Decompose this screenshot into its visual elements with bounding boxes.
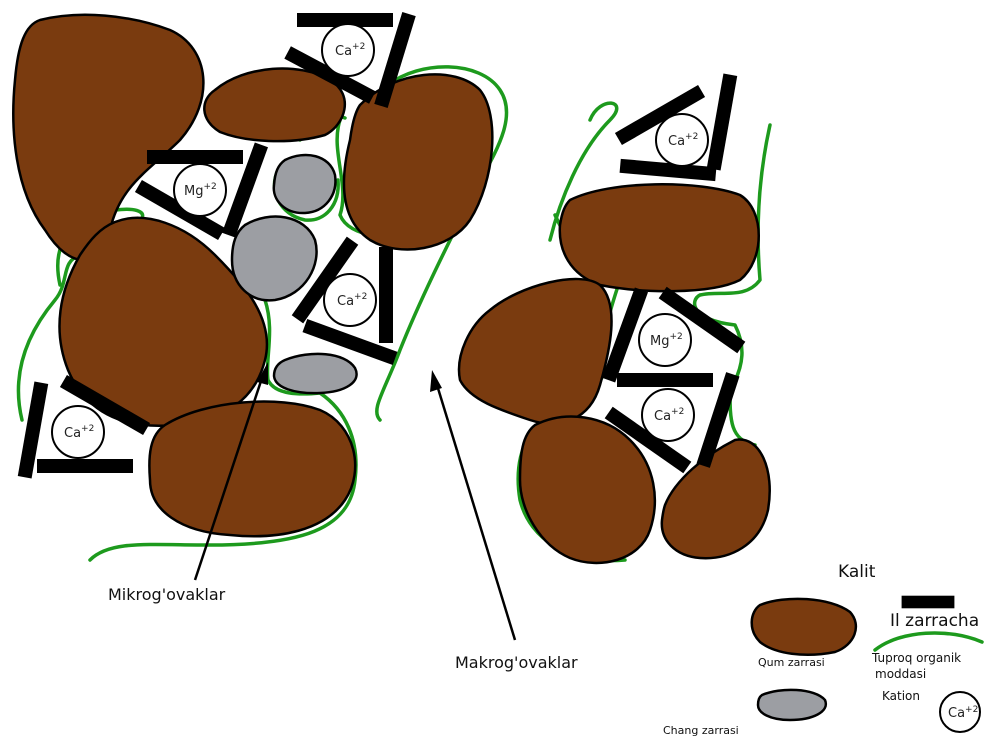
macropores-label: Makrog'ovaklar [455,653,578,672]
clay-plate [379,247,393,343]
clay-plate [707,74,737,171]
legend-title: Kalit [838,562,876,582]
legend-silt-grain [758,690,826,720]
legend-organic-line [875,633,982,650]
legend-clay-label: Il zarracha [890,611,979,631]
cation-circle: Ca+2 [52,406,104,458]
left-aggregate: Ca+2 Mg+2 Ca+2 Ca+2 [13,12,506,560]
clay-plate [617,373,713,387]
legend-organic-label-1: Tuproq organik [871,651,961,665]
sand-grain [13,15,203,260]
legend-sand-grain [752,599,856,655]
micropores-label: Mikrog'ovaklar [108,585,226,604]
cation-circle: Ca+2 [656,114,708,166]
silt-grain [274,354,357,393]
legend-sand-label: Qum zarrasi [758,656,825,669]
sand-grain [149,402,355,537]
legend-cation-circle: Ca+2 [940,692,980,732]
right-aggregate: Ca+2 Mg+2 Ca+2 [459,74,770,563]
silt-grain [274,155,336,213]
legend: Kalit Il zarracha Qum zarrasi Tuproq org… [663,562,982,737]
cation-circle: Mg+2 [639,314,691,366]
sand-grain [560,184,759,291]
clay-plate [37,459,133,473]
sand-grain [459,279,612,424]
legend-silt-label: Chang zarrasi [663,724,739,737]
cation-circle: Ca+2 [324,274,376,326]
legend-organic-label-2: moddasi [875,667,926,681]
cation-circle: Mg+2 [174,164,226,216]
legend-clay-plate [902,596,955,609]
cation-circle: Ca+2 [322,24,374,76]
legend-cation-label: Kation [882,689,920,703]
cation-circle: Ca+2 [642,389,694,441]
clay-plate [147,150,243,164]
silt-grain [232,217,317,301]
